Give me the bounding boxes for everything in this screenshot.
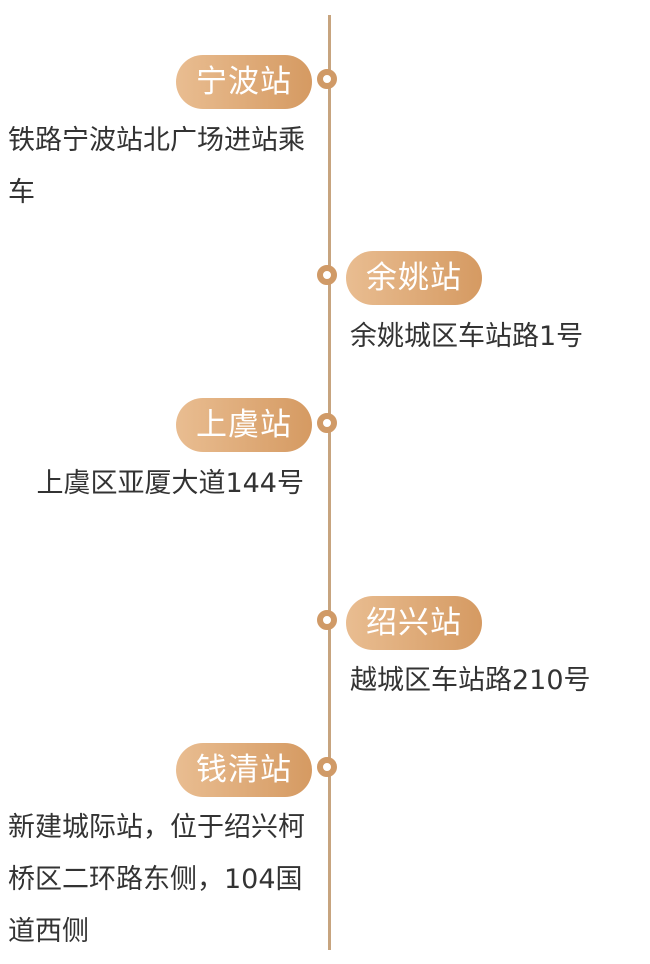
timeline-dot: [317, 265, 337, 285]
timeline-dot: [317, 413, 337, 433]
station-description: 铁路宁波站北广场进站乘车: [8, 125, 305, 208]
station-name-pill: 钱清站: [176, 743, 312, 797]
station-description: 上虞区亚厦大道144号: [36, 468, 304, 499]
station-description: 越城区车站路210号: [350, 665, 591, 696]
timeline-dot: [317, 610, 337, 630]
station-name-pill: 余姚站: [346, 251, 482, 305]
timeline-dot: [317, 757, 337, 777]
timeline-line: [328, 15, 331, 950]
timeline-dot: [317, 69, 337, 89]
station-name-pill: 上虞站: [176, 398, 312, 452]
station-description: 新建城际站，位于绍兴柯桥区二环路东侧，104国道西侧: [8, 812, 305, 947]
station-description: 余姚城区车站路1号: [350, 321, 584, 352]
station-name-pill: 宁波站: [176, 55, 312, 109]
station-name-pill: 绍兴站: [346, 596, 482, 650]
